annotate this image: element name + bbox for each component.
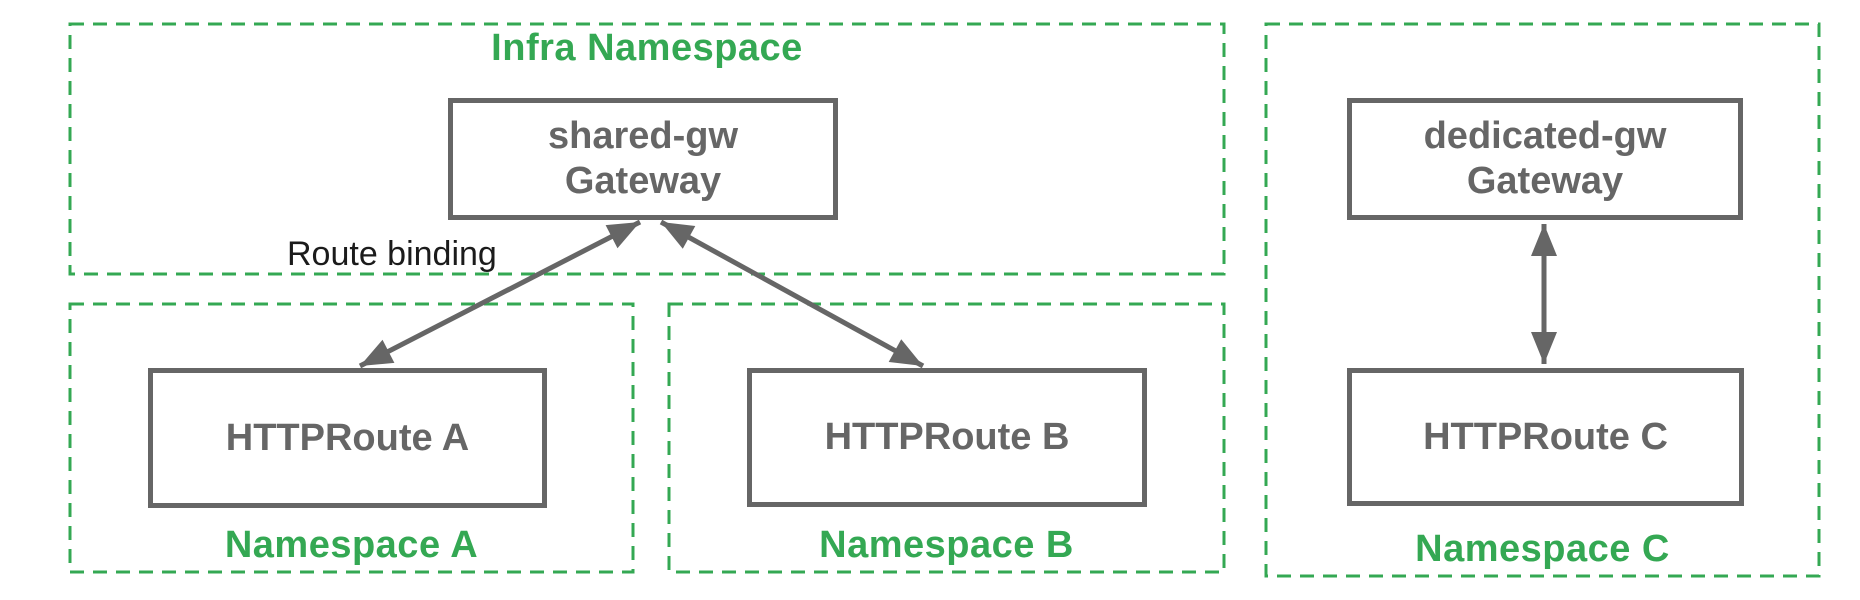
httproute-b-label: HTTPRoute B — [824, 416, 1070, 458]
dedicated-gw-gateway-node: dedicated-gw Gateway — [1347, 98, 1743, 220]
shared-gw-gateway-name: shared-gw — [547, 115, 739, 157]
namespace-a-label: Namespace A — [224, 524, 479, 566]
httproute-c-node: HTTPRoute C — [1347, 368, 1744, 506]
httproute-a-label: HTTPRoute A — [225, 416, 470, 459]
shared-gw-gateway-node: shared-gw Gateway — [448, 98, 838, 220]
shared-gw-gateway-kind: Gateway — [564, 160, 722, 202]
route-binding-label: Route binding — [287, 235, 497, 273]
namespace-b-label: Namespace B — [819, 524, 1074, 566]
httproute-c-label: HTTPRoute C — [1423, 415, 1668, 458]
httproute-a-node: HTTPRoute A — [148, 368, 547, 508]
dedicated-gw-gateway-kind: Gateway — [1466, 160, 1624, 202]
dedicated-gw-gateway-name: dedicated-gw — [1423, 115, 1667, 157]
httproute-b-node: HTTPRoute B — [747, 368, 1147, 507]
namespace-c-label: Namespace C — [1415, 528, 1670, 570]
namespace-infra-label: Infra Namespace — [491, 27, 803, 69]
